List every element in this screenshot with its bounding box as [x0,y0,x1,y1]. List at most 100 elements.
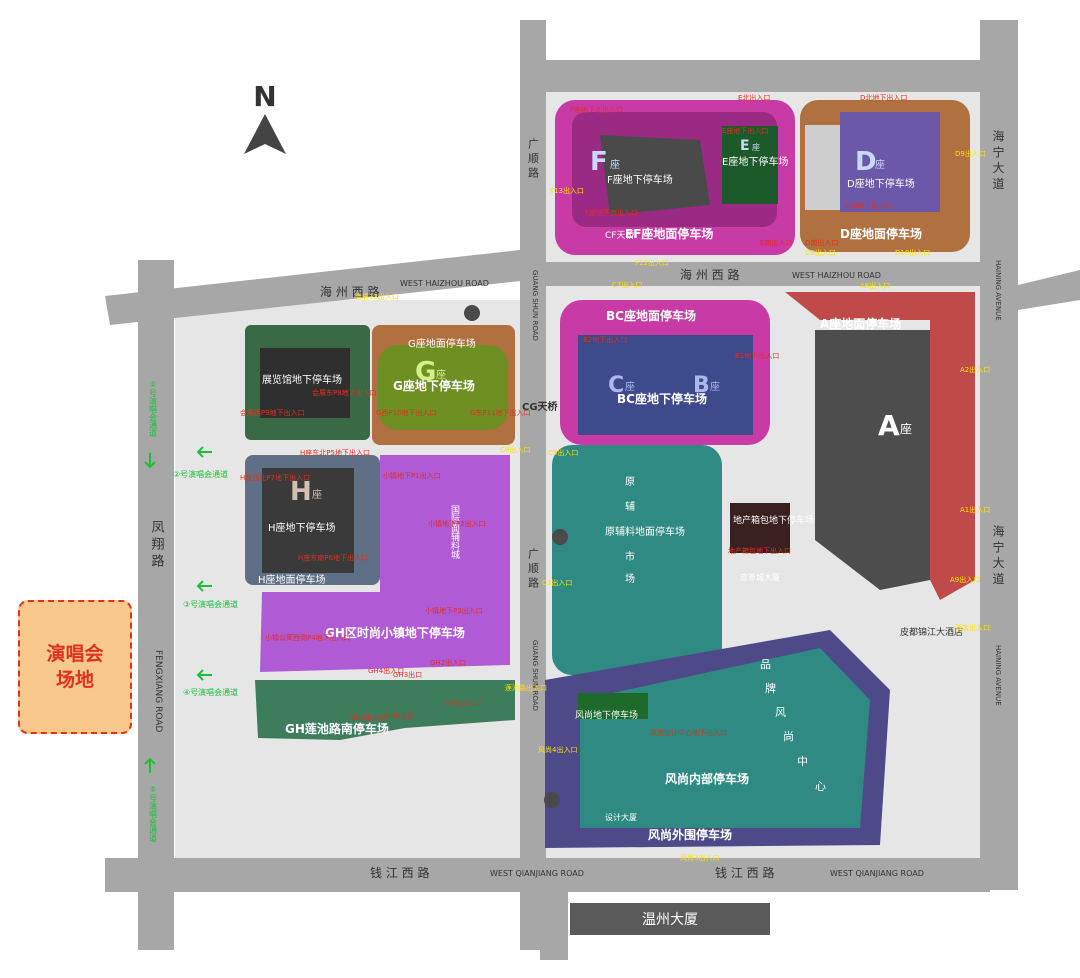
entrance-red-27: 风尚设计中心地下出入口 [650,728,727,737]
road-label-fengxiang: 凤 翔 路 [149,520,165,568]
road-label-haining-low: 海 宁 大 道 [991,524,1005,585]
entrance-red-3: D北地下出入口 [860,93,907,102]
entrance-yellow-17: 风尚3出入口 [680,853,719,862]
label-fu: 辅 [625,500,635,513]
road-label-haizhou-east: 海 州 西 路 [680,267,739,282]
road-haizhou-east [540,262,990,286]
label-h-underground: H座地下停车场 [268,521,336,534]
road-haining-branch [1018,270,1080,310]
label-expo-underground: 展览馆地下停车场 [262,373,342,386]
entrance-red-13: B1地下出入口 [735,351,779,360]
entrance-yellow-14: 酒店出入口 [955,623,990,632]
block-h-sub: 座 [312,488,322,501]
entrance-red-0: F座地下北出入口 [570,105,623,114]
label-fengshang-outer: 风尚外围停车场 [648,827,732,842]
entrance-red-24: GH1出入口 [445,698,481,707]
road-south-stub [540,890,568,960]
block-f-letter: F [590,147,608,177]
label-f-underground: F座地下停车场 [607,173,673,186]
road-label-haining-low-en: HAINING AVENUE [994,645,1002,706]
label-design: 设计大厦 [605,812,637,822]
block-b-letter: B [693,373,710,398]
road-label-haizhou-west: 海 州 西 路 [320,284,379,299]
road-label-qianjiang-west: 钱 江 西 路 [370,865,429,880]
road-haizhou-west [105,250,530,325]
label-ef-ground: EF座地面停车场 [625,226,713,241]
label-fengshang-inner: 风尚内部停车场 [665,771,749,786]
entrance-yellow-0: D9出入口 [955,149,986,158]
entrance-red-15: H座西北P7地下出入口 [240,473,310,482]
entrance-yellow-4: D8出入口 [805,248,836,257]
entrance-red-16: 小镇地下P1出入口 [383,471,441,480]
road-fengxiang [138,260,174,950]
zone-g-underground [378,345,508,430]
entrance-yellow-1: F13出入口 [550,186,584,195]
label-chang: 场 [625,572,635,585]
zone-yuanfuliao [552,445,722,675]
block-c-letter: C [608,373,624,398]
label-yuanfuliao: 原辅料地面停车场 [605,525,685,538]
entrance-yellow-6: C7出入口 [612,280,642,289]
road-label-guangshun-top: 广 顺 路 [527,138,540,179]
block-c-sub: 座 [625,380,635,393]
block-a-sub: 座 [900,421,912,436]
block-e-letter: E [740,138,750,154]
label-shi: 市 [625,550,635,563]
building-h [262,468,354,573]
block-d-letter: D [855,147,877,177]
road-label-qianjiang-east-en: WEST QIANJIANG ROAD [830,869,924,878]
label-yuan: 原 [625,476,635,488]
road-label-qianjiang-east: 钱 江 西 路 [715,865,774,880]
building-a [815,330,930,590]
entrance-yellow-2: F12出入口 [635,258,669,267]
venue-line-1: 演唱会 [46,643,104,665]
entrance-red-12: B2地下出入口 [583,335,627,344]
entrance-red-11: 会展西P9地下出入口 [240,408,305,417]
road-label-guangshun-mid-en: GUANG SHUN ROAD [531,270,539,341]
passage-green-4: ⑤号演唱会通道 [149,785,158,843]
block-d-sub: 座 [875,158,885,171]
passage-green-3: ④号演唱会通道 [183,687,238,697]
label-fs-5: 心 [815,780,826,793]
entrance-red-8: 会展东P8地下出入口 [312,388,377,397]
parking-icon [961,418,975,432]
zone-e-underground [722,126,778,204]
label-dichan: 地产箱包地下停车场 [733,514,814,526]
entrance-red-14: H座东北P5地下出入口 [300,448,370,457]
road-label-qianjiang-west-en: WEST QIANJIANG ROAD [490,869,584,878]
entrance-red-6: D南出入口 [805,238,838,247]
label-fs-1: 牌 [765,681,776,695]
entrance-yellow-9: C6出入口 [500,445,530,454]
parking-icon [552,529,568,545]
arrow-left-icon [196,580,212,592]
label-fs-3: 尚 [783,729,794,743]
road-label-haining-top: 海 宁 大 道 [991,129,1005,190]
compass: N [242,82,288,160]
zone-dichan [730,503,790,553]
entrance-red-7: D南地下出入口 [845,201,892,210]
venue-line-2: 场地 [55,669,94,691]
label-g-underground: G座地下停车场 [393,378,475,393]
label-d-ground: D座地面停车场 [840,226,922,241]
wenzhou-building: 温州大厦 [570,903,770,935]
parking-icon [464,305,480,321]
arrow-down-icon [144,453,156,469]
road-label-haining-top-en: HAINING AVENUE [994,260,1002,321]
block-h-letter: H [290,477,312,507]
entrance-yellow-5: 会展13出入口 [355,292,399,301]
road-label-haizhou-east-en: WEST HAIZHOU ROAD [792,271,881,280]
road-label-guangshun-mid: 广 顺 路 [527,548,540,589]
north-label: N [253,80,277,113]
entrance-red-4: F座地下南出入口 [585,208,638,217]
entrance-yellow-15: 莲池路出入口 [505,683,547,692]
arrow-up-icon [144,757,156,773]
road-label-fengxiang-en: FENGXIANG ROAD [153,650,163,732]
entrance-yellow-16: 风尚4出入口 [538,745,577,754]
block-g-sub: 座 [436,368,446,381]
entrance-yellow-8: A2出入口 [960,365,990,374]
label-cf-bridge: CF天桥 [605,229,634,241]
label-fs-4: 中 [797,755,808,768]
parking-icon [935,308,949,322]
entrance-red-26: GH6出入口 [350,713,386,722]
label-bc-ground: BC座地面停车场 [606,308,696,323]
